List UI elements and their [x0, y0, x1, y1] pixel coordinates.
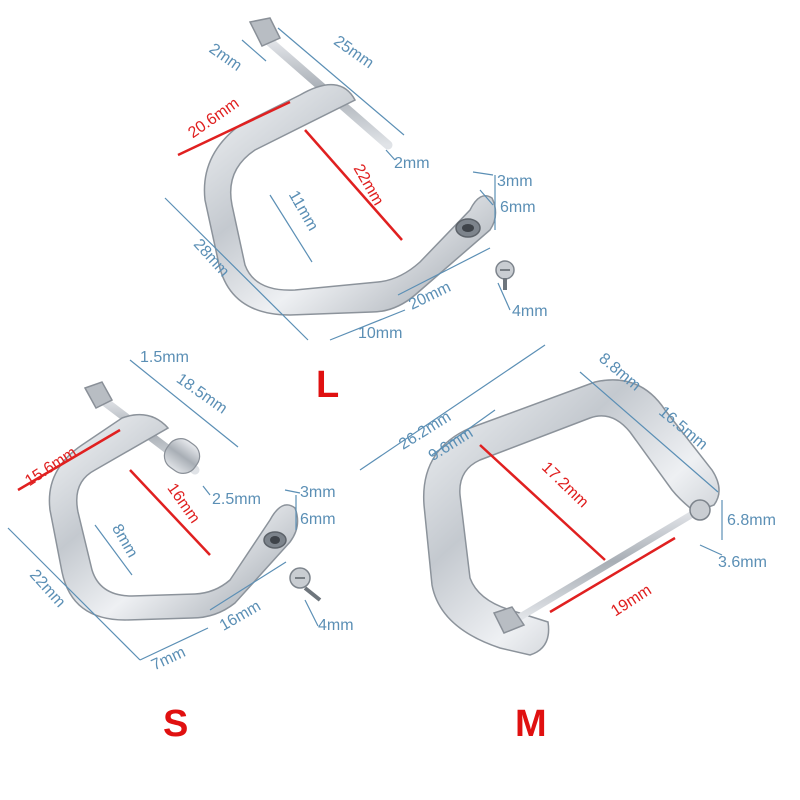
shackle-medium: 26.2mm 9.6mm 8.8mm 16.5mm 17.2mm 6.8mm 3… — [359, 344, 776, 656]
dim-s-screw: 4mm — [318, 617, 354, 634]
shackle-small: 1.5mm 18.5mm 15.6mm 16mm 2.5mm 3mm 6mm 8… — [7, 349, 354, 674]
dim-s-bottom-short: 7mm — [149, 644, 188, 674]
dim-m-inner-height: 17.2mm — [538, 459, 591, 511]
dim-l-pin-length: 25mm — [330, 33, 376, 72]
dim-s-pin-head: 1.5mm — [140, 349, 189, 366]
dim-l-bottom-short: 10mm — [358, 325, 402, 342]
shackle-large: 2mm 25mm 20.6mm 2mm 22mm 3mm 6mm 11mm 28… — [164, 17, 548, 342]
dim-s-inner-side: 8mm — [108, 521, 141, 560]
dim-l-pin-head: 2mm — [206, 40, 245, 74]
dim-m-pin-width: 19mm — [608, 582, 655, 620]
dim-s-pin-dia: 2.5mm — [212, 491, 261, 508]
size-label-s: S — [163, 703, 189, 745]
pin-head-icon — [83, 381, 114, 409]
dim-s-inner-height: 16mm — [163, 480, 202, 526]
dim-m-end-pin: 3.6mm — [718, 554, 767, 571]
dim-l-eye-dia: 6mm — [500, 199, 536, 216]
pin-head-icon — [248, 17, 282, 47]
dim-s-pin-length: 18.5mm — [173, 370, 230, 417]
size-label-m: M — [515, 703, 547, 745]
dim-s-eye-dia: 6mm — [300, 511, 336, 528]
dim-m-end-height: 6.8mm — [727, 512, 776, 529]
pin-head-icon — [492, 606, 526, 634]
dim-s-eye-top: 3mm — [300, 484, 336, 501]
screw-icon — [495, 260, 515, 290]
dim-l-eye-top: 3mm — [497, 173, 533, 190]
screw-icon — [289, 567, 322, 602]
dim-l-screw: 4mm — [512, 303, 548, 320]
size-label-l: L — [316, 364, 340, 406]
dim-l-pin-dia: 2mm — [394, 155, 430, 172]
